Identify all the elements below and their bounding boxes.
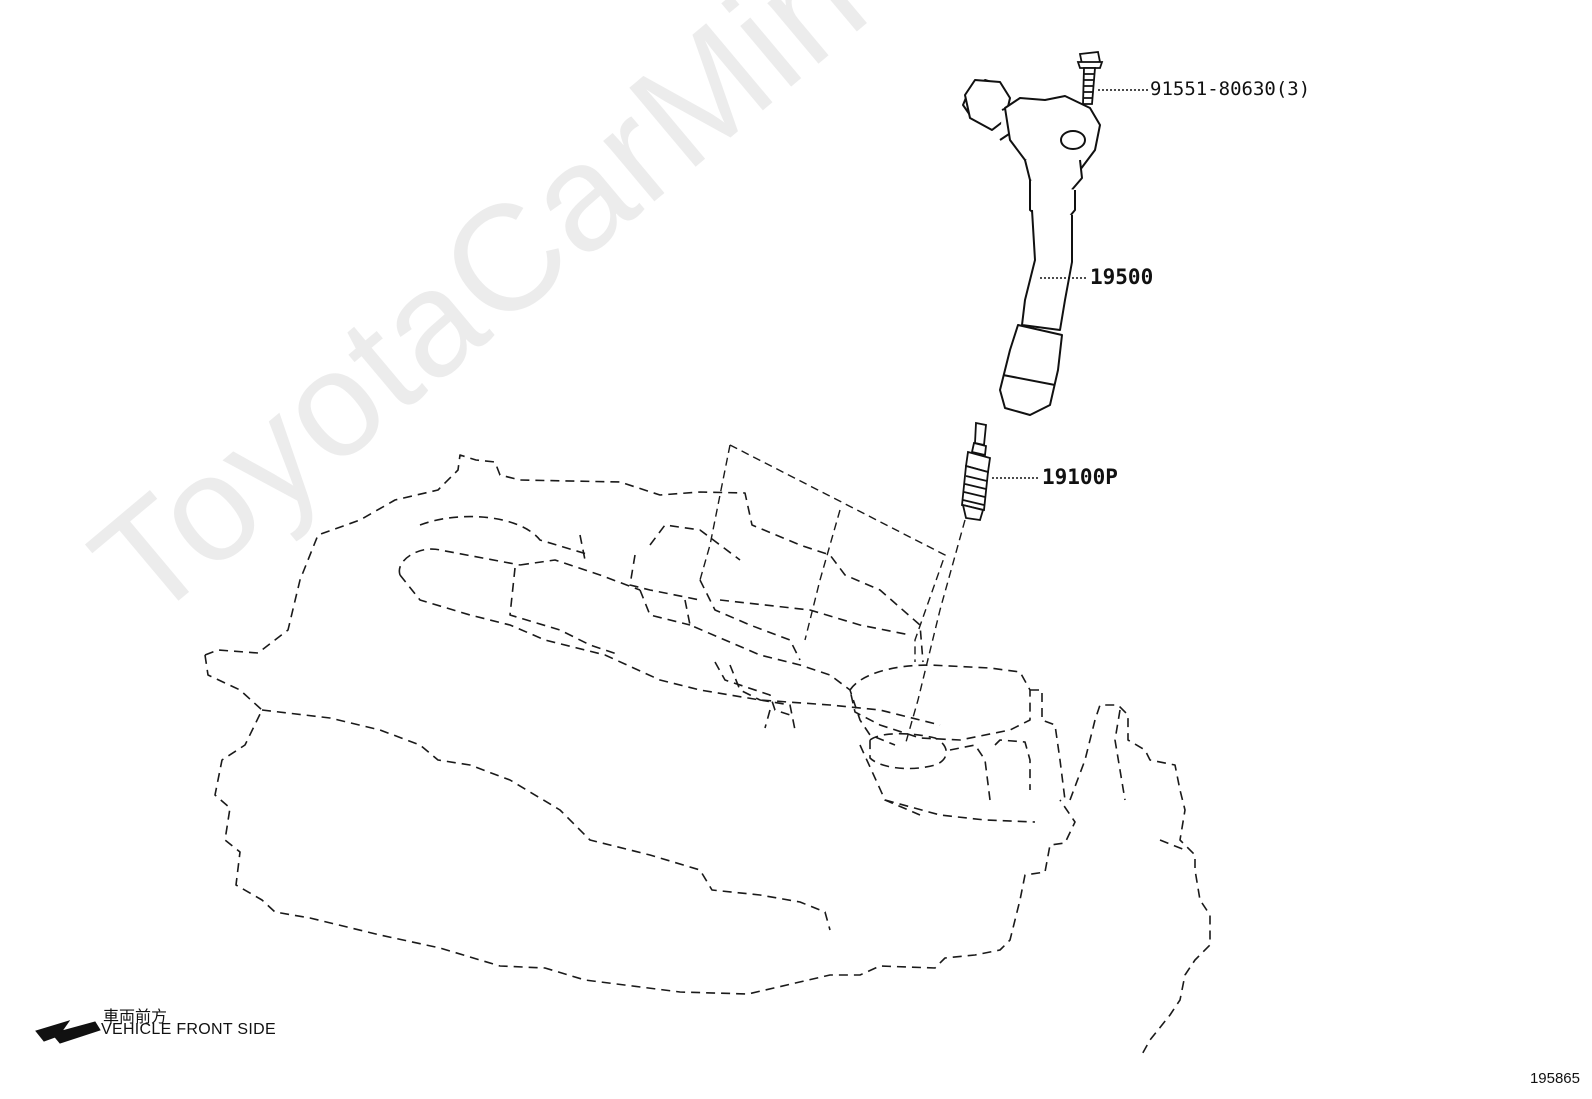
- part-label-bolt[interactable]: 91551-80630(3): [1150, 78, 1311, 100]
- front-indicator-japanese: 車両前方: [103, 1007, 168, 1026]
- ignition-coil-drawing: [962, 79, 1101, 416]
- front-indicator-english: VEHICLE FRONT SIDE: [101, 1021, 276, 1038]
- bolt-drawing: [1076, 51, 1104, 105]
- part-label-ignition-coil[interactable]: 19500: [1090, 265, 1154, 289]
- engine-head-outline: [204, 454, 1211, 1059]
- diagram-id: 195865: [1529, 1070, 1580, 1087]
- part-label-spark-plug[interactable]: 19100P: [1042, 465, 1118, 489]
- installation-guide-lines: [699, 444, 966, 743]
- spark-plug-drawing: [961, 421, 992, 522]
- leader-lines: [992, 89, 1148, 479]
- front-arrow-icon: [35, 1020, 101, 1044]
